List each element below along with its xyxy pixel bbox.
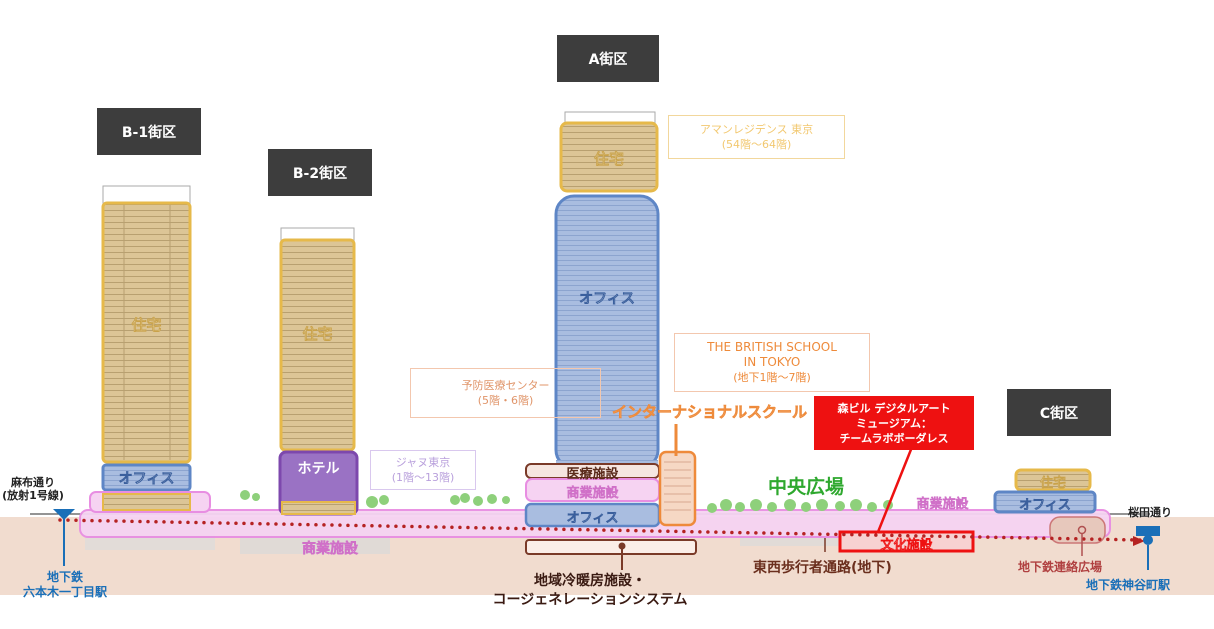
b1-office-block <box>101 463 192 492</box>
b2-hotel-label: ホテル <box>297 461 340 477</box>
aman-callout: アマンレジデンス 東京 (54階～64階) <box>668 115 845 159</box>
museum-callout: 森ビル デジタルアート ミュージアム： チームラボボーダレス <box>814 396 974 450</box>
left-station-icon <box>53 509 75 566</box>
a-residence-block <box>559 121 659 193</box>
left-street-line-2: (放射1号線) <box>2 489 64 502</box>
school-line-1: THE BRITISH SCHOOL <box>707 340 837 354</box>
a-office-low-label: オフィス <box>566 511 619 527</box>
concourse-block <box>1049 516 1106 544</box>
b1-residence-label: 住宅 <box>131 316 162 334</box>
janu-callout: ジャヌ東京 (1階～13階) <box>370 450 476 490</box>
left-street-line-1: 麻布通り <box>11 476 55 489</box>
right-station-label: 地下鉄神谷町駅 <box>1086 578 1171 592</box>
c-office-label: オフィス <box>1019 498 1071 514</box>
right-street-label: 桜田通り <box>1128 506 1172 519</box>
b2-residence-label: 住宅 <box>302 325 333 343</box>
museum-line-1: 森ビル デジタルアート <box>837 401 951 415</box>
c-residence-label: 住宅 <box>1039 476 1066 491</box>
museum-line-3: チームラボボーダレス <box>839 431 949 445</box>
left-station-line-1: 地下鉄 <box>46 570 83 584</box>
aman-line-1: アマンレジデンス 東京 <box>699 123 814 136</box>
district-tag-c: C街区 <box>1007 389 1111 436</box>
a-office-block <box>554 194 660 470</box>
museum-line-2: ミュージアム： <box>855 416 932 430</box>
dhc-label: 地域冷暖房施設・ コージェネレーションシステム <box>470 572 710 610</box>
b1-residence-block <box>101 201 192 464</box>
c-residence-block <box>1014 468 1092 492</box>
dhc-line-1: 地域冷暖房施設・ <box>534 573 646 589</box>
school-callout: THE BRITISH SCHOOL IN TOKYO (地下1階～7階) <box>674 333 870 392</box>
aman-line-2: (54階～64階) <box>721 138 792 151</box>
left-station-line-2: 六本木一丁目駅 <box>22 585 107 599</box>
district-tag-a: A街区 <box>557 35 659 82</box>
culture-label: 文化施設 <box>880 538 933 553</box>
museum-leader <box>876 446 914 533</box>
concourse-label: 地下鉄連絡広場 <box>1018 560 1103 574</box>
c-office-block <box>993 490 1097 514</box>
central-plaza-label: 中央広場 <box>768 476 845 498</box>
school-line-2: IN TOKYO <box>743 355 801 369</box>
commercial-podium-label: 商業施設 <box>302 541 359 558</box>
district-tag-b2: B-2街区 <box>268 149 372 196</box>
international-school-label: インターナショナルスクール <box>612 403 808 422</box>
left-station-label: 地下鉄 六本木一丁目駅 <box>10 570 120 600</box>
passage-label: 東西歩行者通路(地下) <box>753 560 892 576</box>
a-commercial-label: 商業施設 <box>566 486 619 501</box>
school-block <box>658 450 697 527</box>
janu-line-2: (1階～13階) <box>391 471 455 484</box>
b2-residence-block <box>279 238 356 452</box>
janu-line-1: ジャヌ東京 <box>395 456 451 469</box>
c-commercial-label: 商業施設 <box>916 497 969 512</box>
district-tag-b1: B-1街区 <box>97 108 201 155</box>
preventive-line-1: 予防医療センター <box>461 379 550 392</box>
dhc-line-2: コージェネレーションシステム <box>492 592 688 608</box>
preventive-callout: 予防医療センター (5階・6階) <box>410 368 601 418</box>
dhc-block <box>525 539 697 555</box>
right-station-icon <box>1136 526 1160 570</box>
a-office-label: オフィス <box>579 291 635 308</box>
a-medical-label: 医療施設 <box>566 467 619 482</box>
preventive-line-2: (5階・6階) <box>477 394 534 407</box>
b1-office-label: オフィス <box>118 471 175 488</box>
school-line-3: (地下1階～7階) <box>733 371 811 384</box>
a-residence-label: 住宅 <box>593 150 624 168</box>
left-street-label: 麻布通り (放射1号線) <box>2 476 64 502</box>
